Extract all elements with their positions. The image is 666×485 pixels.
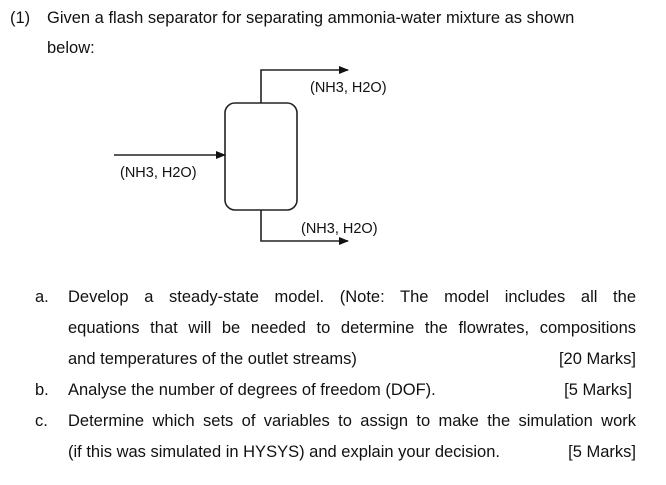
bottom-outlet-stream xyxy=(260,210,349,245)
question-text-line-1: Given a flash separator for separating a… xyxy=(47,9,575,27)
part-c-line-2: (if this was simulated in HYSYS) and exp… xyxy=(68,443,500,461)
top-stream-label: (NH3, H2O) xyxy=(310,80,387,96)
bottom-stream-label: (NH3, H2O) xyxy=(301,221,378,237)
part-c-letter: c. xyxy=(35,412,48,430)
feed-stream-label: (NH3, H2O) xyxy=(120,165,197,181)
question-text-line-2: below: xyxy=(47,39,95,57)
top-outlet-stream xyxy=(260,66,349,103)
part-b-marks: [5 Marks] xyxy=(564,381,632,399)
part-c-marks: [5 Marks] xyxy=(568,443,636,461)
part-c-line-1: Determine which sets of variables to ass… xyxy=(68,412,636,430)
part-b-line-1: Analyse the number of degrees of freedom… xyxy=(68,381,436,399)
part-a-letter: a. xyxy=(35,288,49,306)
part-a-line-1: Develop a steady-state model. (Note: The… xyxy=(68,288,636,306)
flash-vessel xyxy=(224,102,298,211)
question-number: (1) xyxy=(10,9,31,27)
part-a-line-2: equations that will be needed to determi… xyxy=(68,319,636,337)
part-b-letter: b. xyxy=(35,381,49,399)
part-a-line-3: and temperatures of the outlet streams) xyxy=(68,350,357,368)
part-a-marks: [20 Marks] xyxy=(558,350,636,368)
